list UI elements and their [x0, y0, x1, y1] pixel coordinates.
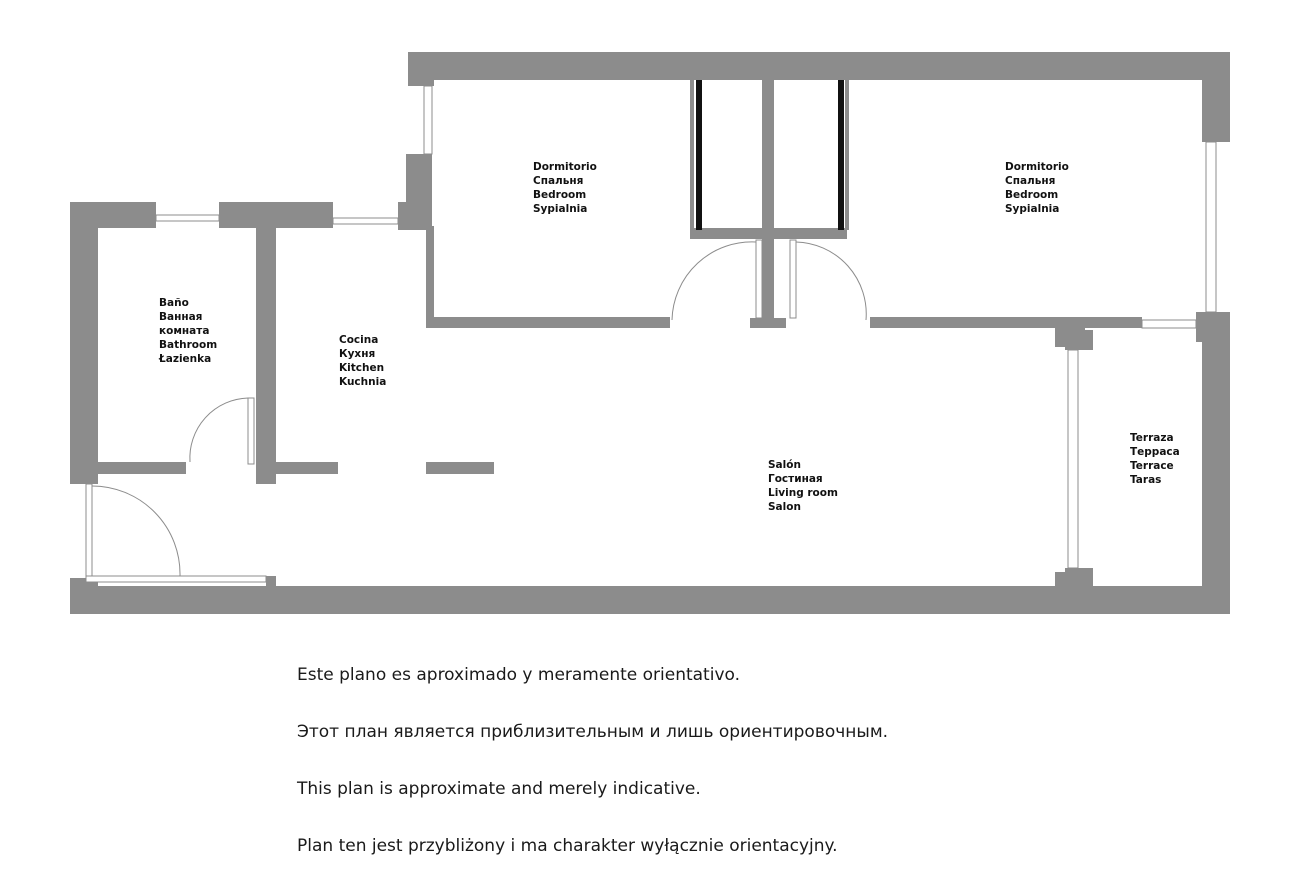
living-room-label: Salón Гостиная Living room Salon: [768, 459, 842, 513]
bathroom-label: Baño Ванная комната Bathroom Łazienka: [158, 297, 221, 365]
bedroom-left-label: Dormitorio Спальня Bedroom Sypialnia: [533, 161, 601, 215]
bedroom-right-label: Dormitorio Спальня Bedroom Sypialnia: [1005, 161, 1073, 215]
windows: [85, 85, 1217, 583]
room-labels: Dormitorio Спальня Bedroom Sypialnia Dor…: [158, 161, 1183, 513]
note-russian: Этот план является приблизительным и лиш…: [297, 722, 889, 742]
note-spanish: Este plano es aproximado y meramente ori…: [297, 665, 741, 685]
doors: [85, 239, 867, 577]
kitchen-label: Cocina Кухня Kitchen Kuchnia: [339, 334, 388, 388]
note-english: This plan is approximate and merely indi…: [297, 779, 701, 799]
terrace-label: Terraza Терраса Terrace Taras: [1130, 432, 1183, 486]
walls: [70, 52, 1230, 614]
disclaimer-notes: Este plano es aproximado y meramente ori…: [297, 660, 1277, 888]
floor-plan: Dormitorio Спальня Bedroom Sypialnia Dor…: [70, 52, 1230, 614]
